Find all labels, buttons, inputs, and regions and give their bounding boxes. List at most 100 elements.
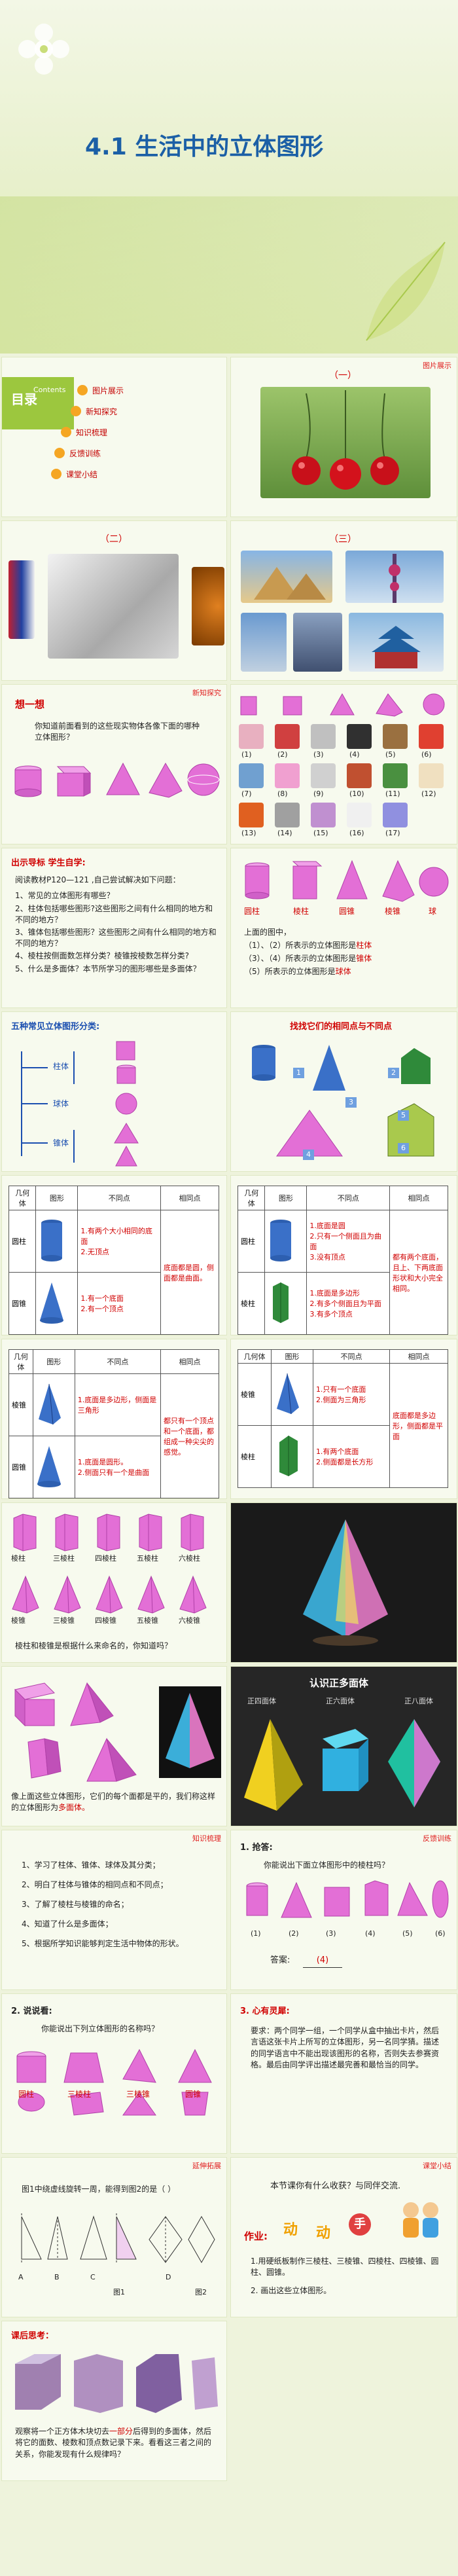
table1-same: 底面都是圆，侧面都是曲面。 [160,1210,219,1335]
shapes-note-1: （1）、（2）所表示的立体图形是柱体 [244,941,372,950]
toc-dot-1 [77,385,88,395]
practice2-shapes-icon [16,2048,212,2116]
table4-header-2: 图形 [270,1349,313,1364]
practice3-body: 要求：两个同学一组，一个同学从盒中抽出卡片，然后言语这张卡片上所写的立体图形，另… [251,2026,440,2070]
flower-icon [18,24,69,75]
classify-tree-icon [21,1041,139,1167]
practice1-label: (6) [435,1929,446,1938]
table3-header-3: 不同点 [74,1349,162,1374]
object-label: (8) [277,789,288,798]
think-heading: 想一想 [15,698,45,710]
row-2: （二） （三） [0,520,458,681]
shapes-note-2: （3）、（4）所表示的立体图形是锥体 [244,954,372,963]
practice2-heading: 2. 说说看: [11,2006,52,2016]
toc-item-5[interactable]: 课堂小结 [66,470,98,479]
practice1-question: 你能说出下面立体图形中的棱柱吗？ [264,1860,390,1870]
prism-icon [139,1514,162,1551]
row-4: 出示导标 学生自学: 阅读教材P120—121 ,自己尝试解决如下问题： 1、常… [0,848,458,1008]
extend-option[interactable]: C [90,2273,96,2281]
practice2-name-4: 圆锥 [185,2090,202,2099]
know-slide: 认识正多面体 正四面体 正六面体 正八面体 [230,1666,457,1826]
summary-tag: 知识梳理 [192,1834,221,1843]
table4-header-3: 不同点 [312,1349,391,1364]
pyramid-icon [96,1575,123,1614]
table3-header-2: 图形 [32,1349,75,1374]
toc-item-2[interactable]: 新知探究 [86,407,118,416]
object-photo [239,724,264,749]
toc-item-1[interactable]: 图片展示 [92,386,124,395]
summary-slide: 知识梳理 1、学习了柱体、锥体、球体及其分类； 2、明白了柱体与锥体的相同点和不… [1,1830,227,1990]
table2-row1-shape [264,1210,308,1273]
table4-row2-shape [270,1425,313,1488]
row-13: 课后思考： 观察将一个正方体木块切去一部分后得到的多面体，然后将它的面数、棱数和… [0,2321,458,2481]
pyramid-icon [38,1383,61,1424]
practice2-name-3: 三棱锥 [126,2090,150,2099]
suitcase-photo [48,554,179,659]
table1-row1-diff: 1.有两个大小相同的底面 2.无顶点 [77,1210,161,1273]
table3-row2-shape [32,1436,75,1498]
extend-fig2: 图2 [195,2288,207,2296]
compare-num: 6 [398,1143,409,1153]
prism-icon [55,1514,79,1551]
table4-row1-shape [270,1363,313,1426]
table2-header-4: 相同点 [389,1186,448,1210]
guide-intro: 阅读教材P120—121 ,自己尝试解决如下问题： [15,875,181,884]
object-photo [347,724,372,749]
object-label: (13) [241,829,256,837]
row-7: 几何体 图形 不同点 相同点 棱锥 1.底面是多边形，侧面是三角形 都只有一个顶… [0,1339,458,1499]
object-label: (3) [313,750,324,759]
toc-item-3[interactable]: 知识梳理 [76,428,108,437]
tower-icon [389,554,400,603]
classify-slide: 五种常见立体图形分类: 柱体 球体 锥体 [1,1011,227,1172]
closing-question: 本节课你有什么收获？与同伴交流. [270,2181,401,2191]
pyramid-icon [179,1575,207,1614]
compare-num: 4 [303,1150,314,1160]
row-10: 知识梳理 1、学习了柱体、锥体、球体及其分类； 2、明白了柱体与锥体的相同点和不… [0,1830,458,1990]
extend-option[interactable]: A [18,2273,24,2281]
table1-row1-name: 圆柱 [8,1210,37,1273]
cone-icon [40,1282,64,1324]
photo-slide-2-label: （二） [100,534,128,545]
object-photo [347,803,372,827]
photo-slide-3: （三） [230,520,457,681]
cylinder-icon [41,1219,63,1261]
after-body: 观察将一个正方体木块切去一部分后得到的多面体，然后将它的面数、棱数和顶点数记录下… [15,2427,212,2459]
crystal-pyramid-icon [303,1519,388,1646]
practice1-label: (5) [402,1929,413,1938]
extend-option[interactable]: B [54,2273,60,2281]
toc-slide: 目录 Contents 图片展示 新知探究 知识梳理 反馈训练 课堂小结 [1,357,227,517]
toc-band [2,377,74,429]
object-label: (9) [313,789,324,798]
photo-slide-1-label: （一） [329,371,357,381]
table4: 几何体 图形 不同点 相同点 棱锥 1.只有一个底面 2.侧面为三角形 底面都是… [238,1349,448,1488]
summary-item-4: 4、知道了什么是多面体； [22,1919,113,1929]
leaf-icon [366,242,446,341]
closing-hw-2: 2. 画出这些立体图形。 [251,2286,332,2295]
extend-option[interactable]: D [166,2273,171,2281]
table3-header-4: 相同点 [160,1349,219,1374]
after-slide: 课后思考： 观察将一个正方体木块切去一部分后得到的多面体，然后将它的面数、棱数和… [1,2321,227,2481]
pyramid-name: 四棱锥 [95,1616,116,1625]
table2-slide: 几何体 图形 不同点 相同点 圆柱 1.底面是圆 2.只有一个侧面且为曲面 3.… [230,1175,457,1335]
table1-header-4: 相同点 [160,1186,219,1210]
table3: 几何体 图形 不同点 相同点 棱锥 1.底面是多边形，侧面是三角形 都只有一个顶… [9,1349,219,1498]
shape-name-3: 圆锥 [339,907,355,916]
object-label: (14) [277,829,292,837]
table1-row2-name: 圆锥 [8,1272,37,1335]
practice3-slide: 3. 心有灵犀: 要求：两个同学一组，一个同学从盒中抽出卡片，然后言语这张卡片上… [230,1993,457,2154]
table1-row2-shape [35,1272,79,1335]
poly-slide: 像上面这些立体图形，它们的每个面都是平的，我们称这样的立体图形为多面体。 [1,1666,227,1826]
can-photo [9,560,35,639]
table1-header-1: 几何体 [8,1186,37,1210]
poly-caption: 像上面这些立体图形，它们的每个面都是平的，我们称这样的立体图形为多面体。 [11,1792,216,1813]
shapes-note-intro: 上面的图中， [244,928,292,937]
closing-hw-1: 1.用硬纸板制作三棱柱、三棱锥、四棱柱、四棱锥、圆柱、圆锥。 [251,2257,439,2277]
table1-header-3: 不同点 [77,1186,161,1210]
toc-item-4[interactable]: 反馈训练 [69,449,101,458]
summary-item-1: 1、学习了柱体、锥体、球体及其分类； [22,1860,160,1870]
classify-group-1: 柱体 [53,1062,69,1071]
building-photo [241,613,287,672]
object-photo [383,724,408,749]
